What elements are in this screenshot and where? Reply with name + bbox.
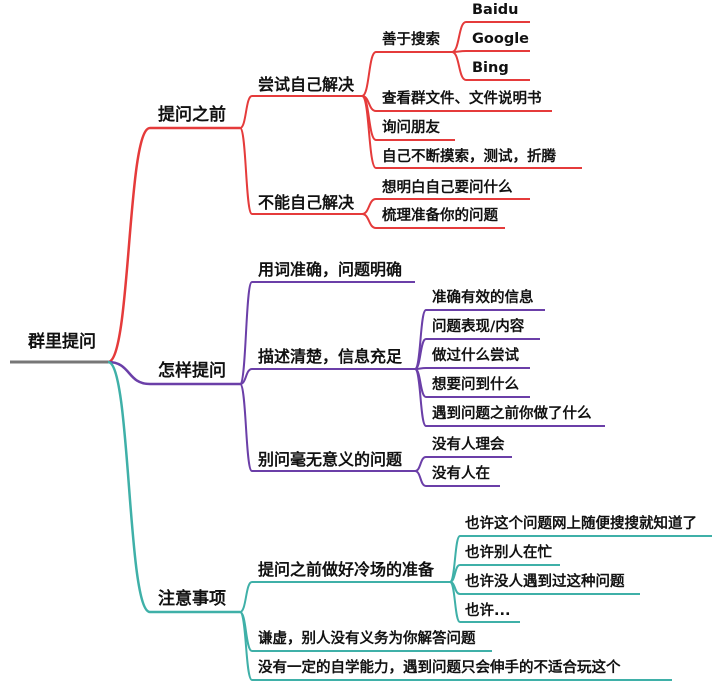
node-prepare-silence: 提问之前做好冷场的准备 — [258, 560, 435, 579]
node-maybe-etc: 也许... — [465, 603, 511, 619]
node-keep-exploring-link — [361, 95, 377, 169]
node-cannot-solve-link — [239, 127, 253, 215]
node-self-learning: 没有一定的自学能力，遇到问题只会伸手的不适合玩这个 — [258, 660, 621, 676]
root-node: 群里提问 — [28, 332, 96, 352]
node-what-to-get: 想要问到什么 — [432, 377, 519, 393]
branch-before-asking: 提问之前 — [158, 105, 226, 125]
node-maybe-nobody-met: 也许没人遇到过这种问题 — [465, 574, 625, 590]
node-precise-wording-link — [239, 281, 253, 385]
node-accurate-info: 准确有效的信息 — [432, 290, 534, 306]
node-bing: Bing — [472, 60, 509, 76]
node-cannot-solve: 不能自己解决 — [258, 193, 355, 212]
node-clear-description-link — [239, 368, 253, 385]
node-good-at-search: 善于搜索 — [382, 32, 440, 48]
branch-how-to-ask: 怎样提问 — [158, 361, 226, 381]
node-bing-link — [451, 51, 467, 81]
node-ask-friends: 询问朋友 — [382, 120, 440, 136]
node-keep-exploring: 自己不断摸索，测试，折腾 — [382, 149, 556, 165]
node-what-did-before-link — [414, 368, 427, 427]
branch-notes: 注意事项 — [158, 589, 226, 609]
node-precise-wording: 用词准确，问题明确 — [258, 260, 403, 279]
node-clear-description: 描述清楚，信息充足 — [258, 347, 403, 366]
node-no-meaningless: 别问毫无意义的问题 — [258, 450, 403, 469]
node-check-group-files: 查看群文件、文件说明书 — [382, 91, 542, 107]
node-maybe-search: 也许这个问题网上随便搜搜就知道了 — [465, 516, 697, 532]
node-good-at-search-link — [361, 51, 377, 97]
branch-notes-link — [107, 360, 151, 614]
node-baidu: Baidu — [472, 2, 519, 18]
branch-before-asking-link — [107, 126, 151, 364]
node-maybe-etc-link — [449, 581, 461, 623]
node-try-yourself-link — [239, 95, 253, 129]
node-baidu-link — [451, 21, 467, 53]
node-prepare-question: 梳理准备你的问题 — [382, 208, 498, 224]
node-nobody-cares: 没有人理会 — [432, 437, 505, 453]
node-be-humble: 谦虚，别人没有义务为你解答问题 — [258, 631, 476, 647]
node-google: Google — [472, 31, 530, 47]
node-know-what-to-ask-link — [361, 198, 377, 215]
node-know-what-to-ask: 想明白自己要问什么 — [382, 180, 513, 196]
node-problem-symptom: 问题表现/内容 — [432, 319, 525, 335]
node-prepare-silence-link — [239, 581, 253, 613]
node-maybe-busy: 也许别人在忙 — [465, 545, 552, 561]
node-nobody-here: 没有人在 — [432, 466, 490, 482]
node-nobody-cares-link — [414, 456, 427, 472]
node-no-meaningless-link — [239, 383, 253, 472]
node-nobody-here-link — [414, 470, 427, 487]
node-what-did-before: 遇到问题之前你做了什么 — [432, 406, 592, 422]
node-try-yourself: 尝试自己解决 — [258, 75, 355, 94]
node-prepare-question-link — [361, 213, 377, 229]
node-what-tried: 做过什么尝试 — [432, 348, 519, 364]
branch-how-to-ask-link — [107, 360, 151, 386]
node-self-learning-link — [239, 611, 253, 681]
